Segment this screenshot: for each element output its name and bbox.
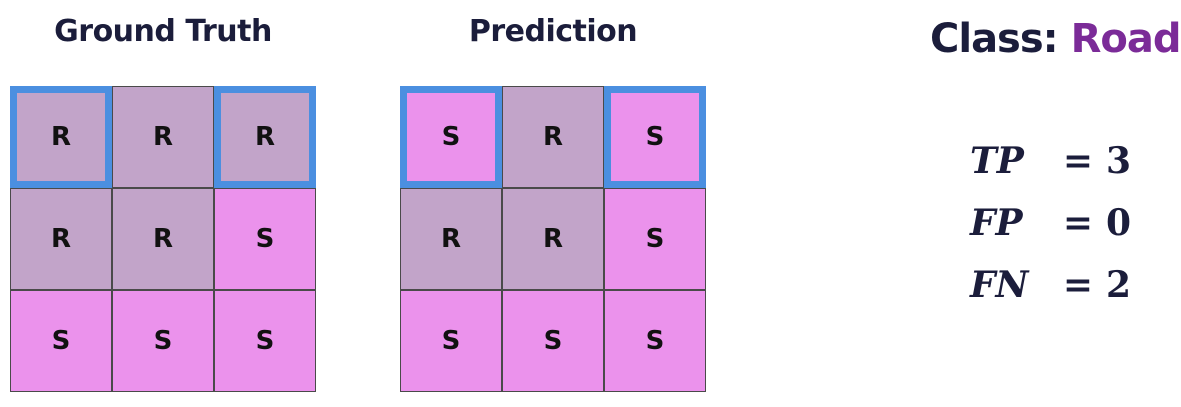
grid-cell: S — [214, 290, 316, 392]
metric-value: 0 — [1106, 202, 1132, 244]
class-heading: Class: Road — [930, 16, 1181, 62]
metric-equals: = — [1062, 202, 1094, 244]
metric-fn: FN = 2 — [970, 254, 1160, 316]
metric-fp: FP = 0 — [970, 192, 1160, 254]
grid-cell: S — [400, 86, 502, 188]
grid-cell: R — [10, 86, 112, 188]
grid-cell: S — [502, 290, 604, 392]
metric-name: TP — [970, 140, 1024, 182]
grid-cell: R — [214, 86, 316, 188]
prediction-grid: S R S R R S S S S — [400, 86, 706, 392]
class-value: Road — [1070, 16, 1181, 62]
grid-cell: R — [112, 86, 214, 188]
grid-cell: S — [214, 188, 316, 290]
metric-equals: = — [1062, 264, 1094, 306]
grid-cell: S — [10, 290, 112, 392]
grid-cell: R — [502, 188, 604, 290]
grid-cell: R — [502, 86, 604, 188]
grid-cell: S — [604, 188, 706, 290]
grid-cell: R — [10, 188, 112, 290]
grid-cell: S — [400, 290, 502, 392]
grid-cell: S — [112, 290, 214, 392]
ground-truth-title: Ground Truth — [54, 14, 272, 49]
metric-tp: TP = 3 — [970, 130, 1160, 192]
ground-truth-grid: R R R R R S S S S — [10, 86, 316, 392]
metric-name: FN — [970, 264, 1029, 306]
grid-cell: S — [604, 86, 706, 188]
metrics-list: TP = 3 FP = 0 FN = 2 — [970, 130, 1160, 316]
grid-cell: R — [112, 188, 214, 290]
metric-equals: = — [1062, 140, 1094, 182]
class-label: Class: — [930, 16, 1059, 62]
grid-cell: S — [604, 290, 706, 392]
metric-name: FP — [970, 202, 1023, 244]
metric-value: 2 — [1106, 264, 1132, 306]
grid-cell: R — [400, 188, 502, 290]
prediction-title: Prediction — [468, 14, 638, 49]
metric-value: 3 — [1106, 140, 1132, 182]
